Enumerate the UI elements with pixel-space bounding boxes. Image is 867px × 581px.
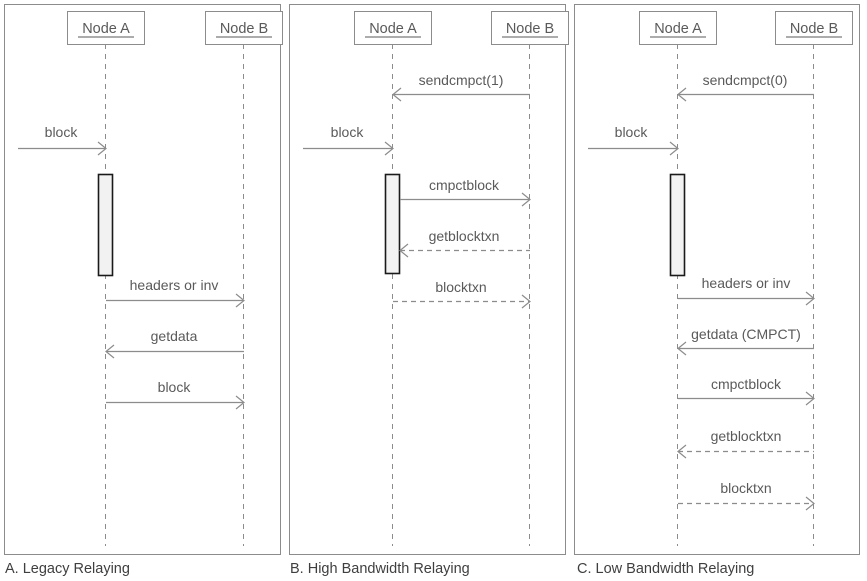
panel-c-message-blocktxn-arrowhead bbox=[805, 496, 815, 511]
panel-a-message-headers-or-inv-label: headers or inv bbox=[130, 277, 219, 293]
panel-b-node-a-box bbox=[354, 11, 432, 45]
panel-b-message-block-in-arrowhead bbox=[384, 141, 394, 156]
panel-a-message-block-in-arrowhead bbox=[97, 141, 107, 156]
panel-c-message-getblocktxn: getblocktxn bbox=[677, 428, 814, 459]
panel-c-message-block-in-label: block bbox=[615, 124, 649, 140]
panel-b-message-blocktxn-label: blocktxn bbox=[435, 279, 486, 295]
panel-b-actor-node-b: Node B bbox=[491, 11, 569, 45]
panel-b-frame bbox=[289, 4, 566, 555]
panel-c-node-a-box bbox=[639, 11, 717, 45]
panel-a-message-block-in-label: block bbox=[45, 124, 79, 140]
panel-c: Node A Node B sendcmpct(0) block headers… bbox=[574, 4, 860, 577]
panel-b-message-sendcmpct-label: sendcmpct(1) bbox=[419, 72, 504, 88]
panel-b-message-cmpctblock: cmpctblock bbox=[400, 177, 531, 207]
panel-c-message-getdata-cmpct-label: getdata (CMPCT) bbox=[691, 326, 801, 342]
panel-b-message-block-in: block bbox=[303, 124, 394, 156]
panel-b-message-block-in-label: block bbox=[331, 124, 365, 140]
panel-a-message-block-out: block bbox=[106, 379, 245, 410]
panel-c-message-blocktxn: blocktxn bbox=[678, 480, 815, 511]
panel-c-message-headers-or-inv: headers or inv bbox=[678, 275, 815, 306]
panel-b-message-sendcmpct-arrowhead bbox=[392, 87, 402, 102]
panel-c-actor-node-b: Node B bbox=[775, 11, 853, 45]
panel-a-caption: A. Legacy Relaying bbox=[5, 561, 130, 577]
panel-b-message-blocktxn: blocktxn bbox=[393, 279, 531, 309]
panel-b-actor-node-a: Node A bbox=[354, 11, 432, 45]
panel-b-message-sendcmpct: sendcmpct(1) bbox=[392, 72, 530, 102]
panel-b-caption: B. High Bandwidth Relaying bbox=[290, 561, 470, 577]
panel-a-message-block-out-label: block bbox=[158, 379, 192, 395]
panel-a-message-getdata: getdata bbox=[105, 328, 244, 359]
panel-a: Node A Node B block headers or inv getda… bbox=[4, 4, 283, 577]
panel-c-message-getblocktxn-arrowhead bbox=[677, 444, 687, 459]
panel-c-message-sendcmpct-label: sendcmpct(0) bbox=[703, 72, 788, 88]
panel-b-node-b-box bbox=[491, 11, 569, 45]
panel-a-message-block-in: block bbox=[18, 124, 107, 156]
panel-a-actor-node-b: Node B bbox=[205, 11, 283, 45]
panel-c-node-b-box bbox=[775, 11, 853, 45]
panel-b-message-cmpctblock-label: cmpctblock bbox=[429, 177, 500, 193]
panel-a-message-getdata-label: getdata bbox=[151, 328, 198, 344]
panel-c-message-getdata-cmpct-arrowhead bbox=[677, 341, 687, 356]
panel-b-activation-node-a bbox=[384, 173, 401, 275]
panel-c-message-block-in: block bbox=[588, 124, 679, 156]
panel-c-message-block-in-arrowhead bbox=[669, 141, 679, 156]
panel-c-message-headers-or-inv-arrowhead bbox=[805, 291, 815, 306]
panel-c-frame bbox=[574, 4, 860, 555]
panel-c-node-b-label: Node B bbox=[790, 21, 838, 37]
panel-c-activation-node-a bbox=[669, 173, 686, 277]
panel-a-node-b-box bbox=[205, 11, 283, 45]
panel-b: Node A Node B sendcmpct(1) block cmpctbl… bbox=[289, 4, 569, 577]
panel-a-activation-node-a bbox=[97, 173, 114, 277]
panel-c-message-cmpctblock-label: cmpctblock bbox=[711, 376, 782, 392]
panel-b-message-getblocktxn-label: getblocktxn bbox=[429, 228, 500, 244]
panel-c-message-sendcmpct: sendcmpct(0) bbox=[677, 72, 814, 102]
panel-c-message-getblocktxn-label: getblocktxn bbox=[711, 428, 782, 444]
panel-b-message-cmpctblock-arrowhead bbox=[521, 192, 531, 207]
panel-b-message-getblocktxn: getblocktxn bbox=[399, 228, 530, 258]
panel-a-message-headers-or-inv: headers or inv bbox=[106, 277, 245, 308]
panel-b-node-b-label: Node B bbox=[506, 21, 554, 37]
panel-b-message-getblocktxn-arrowhead bbox=[399, 243, 409, 258]
panel-a-message-getdata-arrowhead bbox=[105, 344, 115, 359]
panel-b-node-a-label: Node A bbox=[369, 21, 417, 37]
panel-c-actor-node-a: Node A bbox=[639, 11, 717, 45]
panel-b-message-blocktxn-arrowhead bbox=[521, 294, 531, 309]
panel-c-message-getdata-cmpct: getdata (CMPCT) bbox=[677, 326, 814, 356]
panel-c-message-blocktxn-label: blocktxn bbox=[720, 480, 771, 496]
panel-c-message-cmpctblock-arrowhead bbox=[805, 391, 815, 406]
panel-c-message-sendcmpct-arrowhead bbox=[677, 87, 687, 102]
panel-c-caption: C. Low Bandwidth Relaying bbox=[577, 561, 754, 577]
panel-c-message-headers-or-inv-label: headers or inv bbox=[702, 275, 791, 291]
panel-c-node-a-label: Node A bbox=[654, 21, 702, 37]
panel-a-node-a-label: Node A bbox=[82, 21, 130, 37]
panel-a-actor-node-a: Node A bbox=[67, 11, 145, 45]
panel-a-message-headers-or-inv-arrowhead bbox=[235, 293, 245, 308]
panel-a-node-a-box bbox=[67, 11, 145, 45]
panel-a-message-block-out-arrowhead bbox=[235, 395, 245, 410]
panel-a-frame bbox=[4, 4, 281, 555]
panel-a-node-b-label: Node B bbox=[220, 21, 268, 37]
panel-c-message-cmpctblock: cmpctblock bbox=[678, 376, 815, 406]
